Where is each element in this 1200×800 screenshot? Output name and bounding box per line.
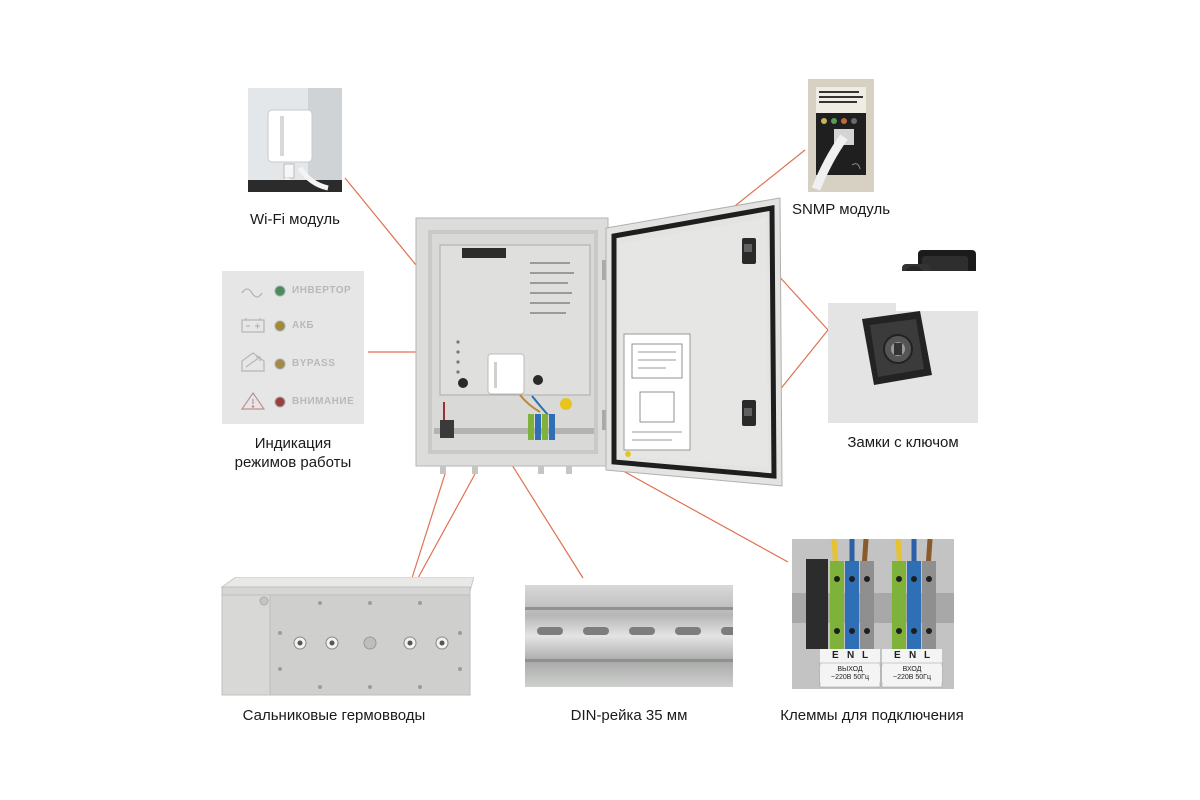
warning-triangle-icon (240, 391, 266, 410)
sine-wave-icon (241, 288, 263, 298)
terminal-label-output: ВЫХОД ~220В 50Гц (820, 666, 880, 682)
lock-photo-keyhole (828, 271, 978, 423)
terminal-letter-n-out: N (847, 650, 855, 661)
indicator-label-bypass: BYPASS (292, 358, 336, 369)
caption-snmp: SNMP модуль (791, 201, 891, 218)
din-rail-in-cabinet (434, 428, 594, 434)
terminal-label-input: ВХОД ~220В 50Гц (882, 666, 942, 682)
terminal-letter-l-in: L (924, 650, 931, 661)
snmp-module-photo (808, 79, 874, 192)
callout-line-glands-1 (411, 473, 446, 579)
caption-indication-line2: режимов работы (234, 454, 352, 471)
terminal-label-input-line2: ~220В 50Гц (893, 674, 931, 681)
terminals-photo: E N L E N L ВЫХОД ~220В 50Гц ВХОД ~220В … (792, 539, 954, 689)
caption-din-rail: DIN-рейка 35 мм (570, 707, 688, 724)
terminals-in-cabinet (528, 414, 555, 440)
door-seal (611, 205, 777, 479)
indicator-label-warning: ВНИМАНИЕ (292, 396, 355, 407)
terminal-letter-e-in: E (894, 650, 901, 661)
din-rail-photo (525, 585, 733, 687)
caption-wifi: Wi-Fi модуль (250, 211, 340, 228)
terminal-letter-l-out: L (862, 650, 869, 661)
indicator-label-battery: АКБ (292, 320, 315, 331)
indicator-panel-photo: ИНВЕРТОР АКБ BYPASS ВНИМАНИЕ (222, 271, 364, 424)
led-bypass (274, 358, 286, 370)
caption-indication-line1: Индикация (254, 435, 332, 452)
cable-glands-photo (220, 577, 474, 697)
caption-terminals: Клеммы для подключения (780, 707, 964, 724)
gland-holes (293, 636, 449, 650)
battery-icon (241, 318, 265, 333)
caption-locks: Замки с ключом (847, 434, 959, 451)
caption-indication: Индикация режимов работы (216, 434, 370, 472)
terminal-label-output-line1: ВЫХОД (837, 666, 863, 673)
ups-button-right (533, 375, 543, 385)
led-warning (274, 396, 286, 408)
wifi-module-on-unit (487, 353, 525, 395)
bypass-house-icon (241, 352, 265, 372)
indicator-panel-graphics (240, 285, 286, 410)
led-inverter (274, 285, 286, 297)
ups-leds (456, 340, 460, 374)
ups-button-left (458, 378, 468, 388)
terminal-letter-e-out: E (832, 650, 839, 661)
terminal-letter-n-in: N (909, 650, 917, 661)
terminal-label-output-line2: ~220В 50Гц (831, 674, 869, 681)
caption-glands: Сальниковые гермовводы (242, 707, 426, 724)
terminal-label-input-line1: ВХОД (902, 666, 922, 673)
wifi-module-photo (248, 88, 342, 192)
din-rail-slots (537, 627, 733, 635)
callout-line-glands-2 (417, 473, 476, 579)
led-battery (274, 320, 286, 332)
indicator-label-inverter: ИНВЕРТОР (292, 285, 352, 296)
